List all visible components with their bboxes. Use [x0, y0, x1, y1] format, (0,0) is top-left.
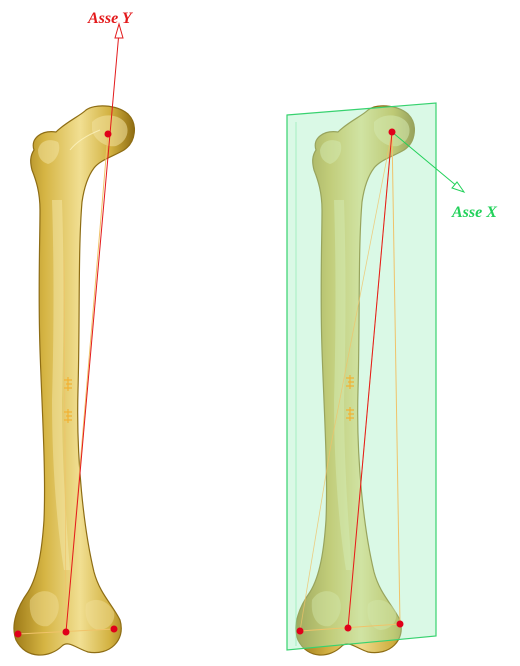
left-femur-group: Asse Y [14, 10, 134, 655]
y-axis-label: Asse Y [87, 10, 133, 27]
left-landmark-intercondylar [63, 629, 70, 636]
left-landmark-medial-condyle [111, 626, 118, 633]
left-femur-bone [14, 106, 134, 655]
right-femur-group: Asse X [287, 103, 497, 655]
right-landmark-medial-condyle [397, 621, 404, 628]
right-landmark-intercondylar [345, 625, 352, 632]
left-landmark-lateral-condyle [15, 631, 22, 638]
right-landmark-femoral-head [389, 129, 396, 136]
left-landmark-femoral-head [105, 131, 112, 138]
right-landmark-lateral-condyle [297, 628, 304, 635]
reference-plane [287, 103, 436, 650]
x-axis-label: Asse X [451, 204, 497, 221]
